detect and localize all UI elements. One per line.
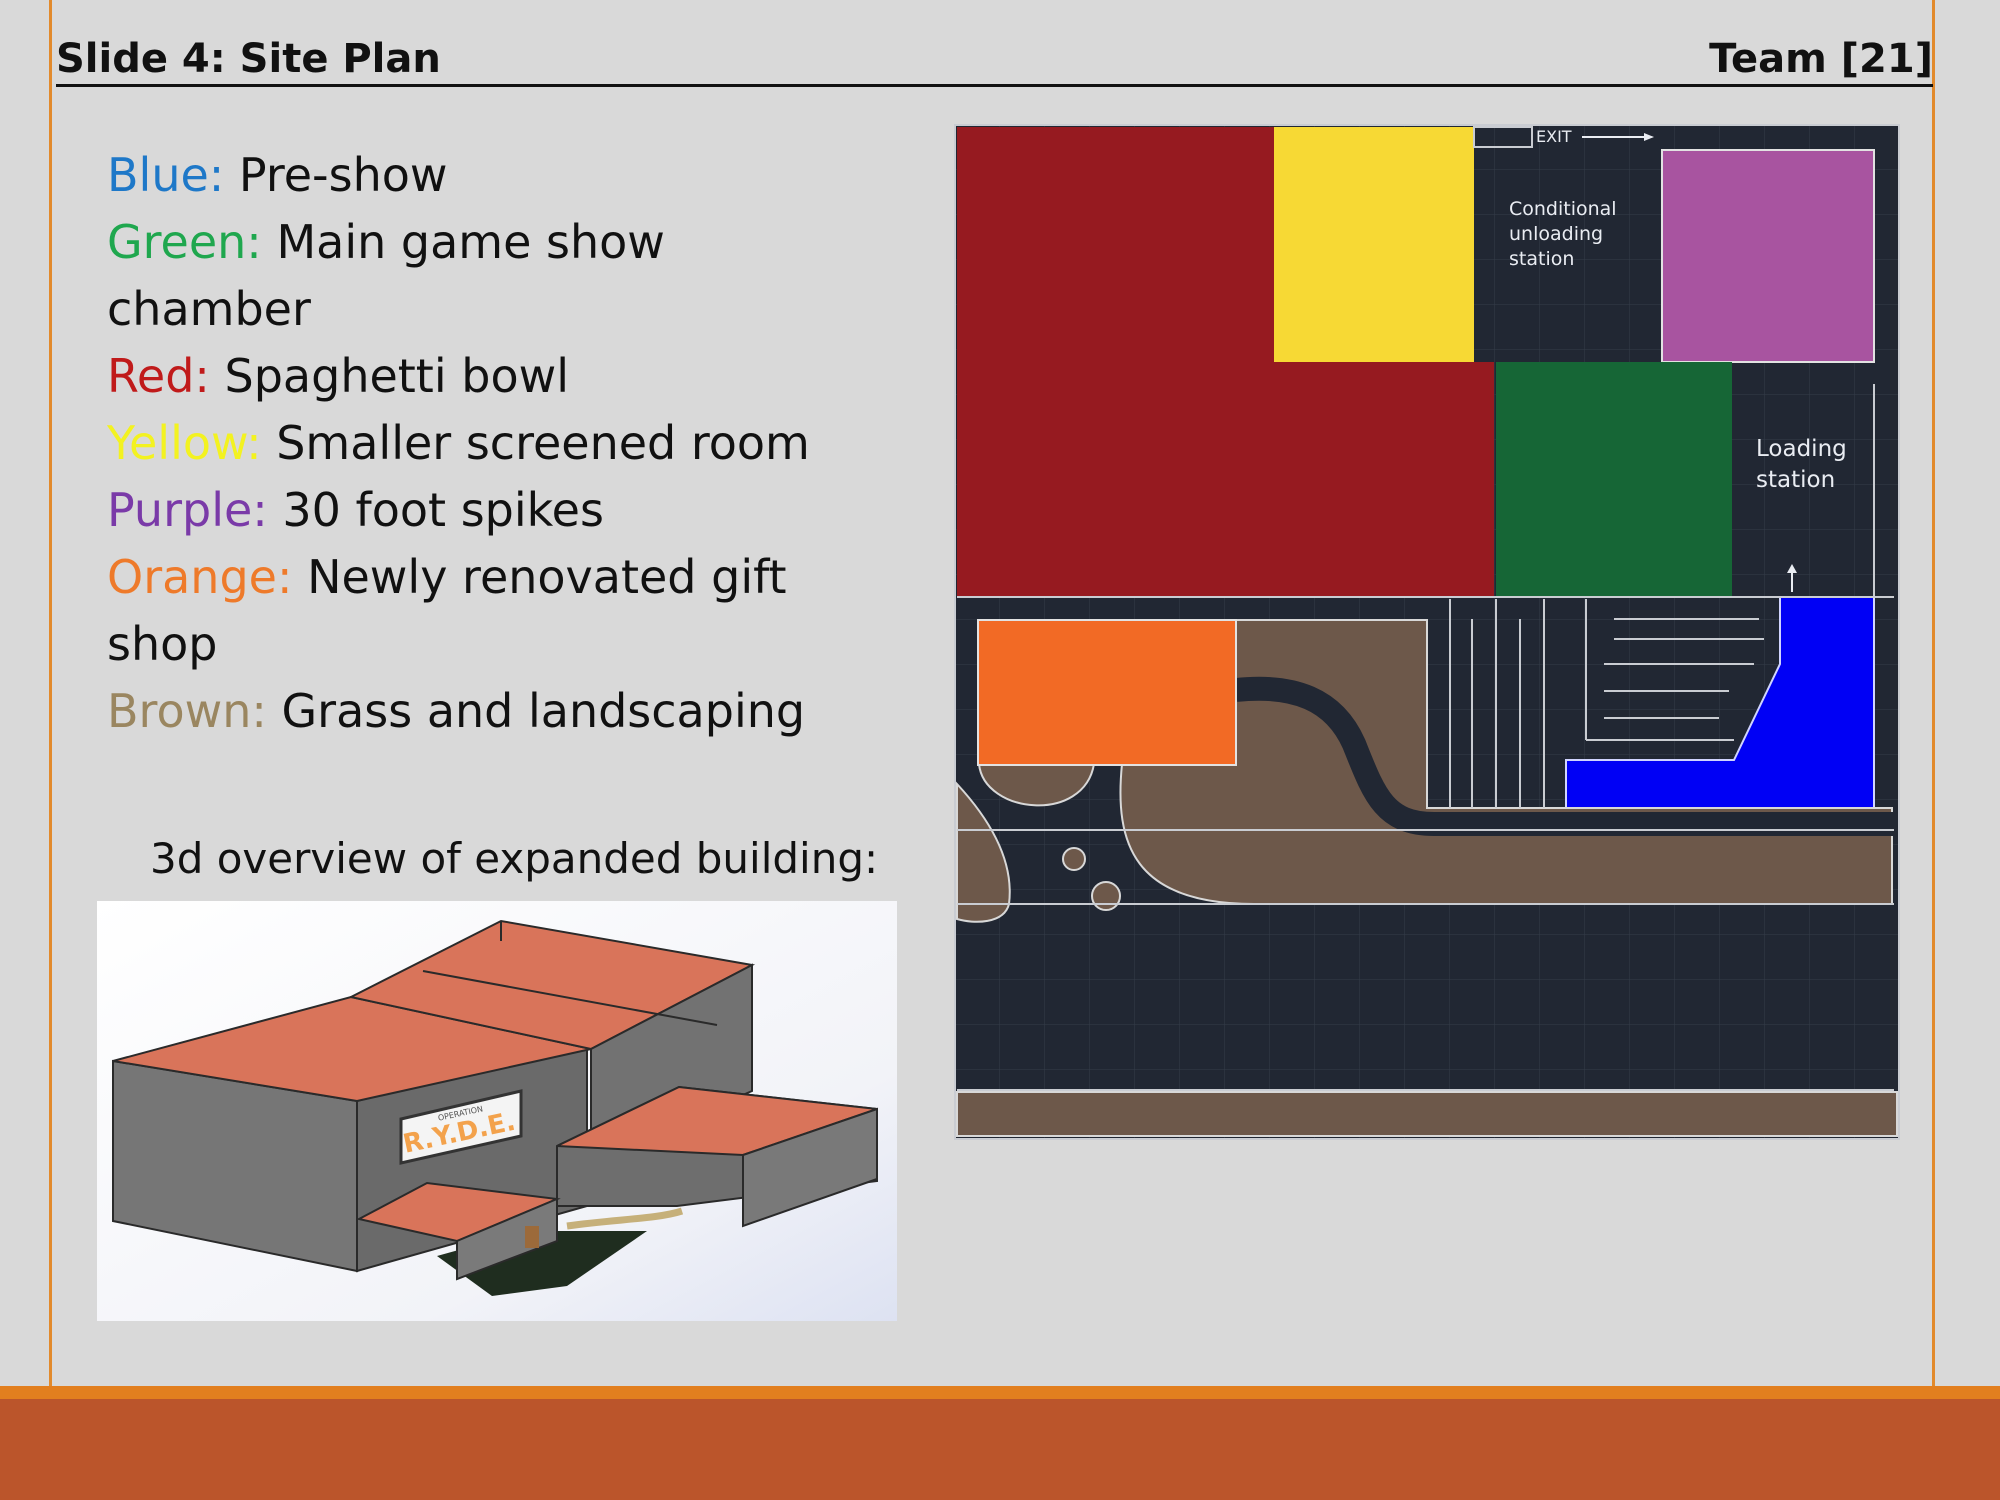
zone-red-spaghetti-bowl: [957, 127, 1494, 597]
entrance-wall: [456, 1197, 558, 1281]
loading-arrow-head: [1787, 564, 1797, 573]
building-3d-render: OPERATION R.Y.D.E.: [97, 901, 897, 1321]
right-accent-line: [1932, 0, 1935, 1386]
legend-description: Spaghetti bowl: [224, 349, 569, 403]
loading-label-line-1: Loading: [1756, 436, 1847, 462]
zone-brown-landscaping-strip: [956, 1091, 1898, 1137]
legend-item-orange: Orange: Newly renovated gift shop: [107, 544, 867, 678]
legend-key: Purple:: [107, 483, 268, 537]
legend-item-brown: Brown: Grass and landscaping: [107, 678, 867, 745]
title-underline: [56, 84, 1933, 87]
walkway: [566, 1207, 684, 1230]
legend-key: Brown:: [107, 684, 267, 738]
zone-brown-landscaping-arc: [977, 763, 1096, 807]
legend-key: Blue:: [107, 148, 225, 202]
legend-description: Pre-show: [238, 148, 448, 202]
plan-border: [954, 124, 1900, 1140]
team-label: Team [21]: [1709, 36, 1933, 82]
site-plan-map: EXIT Conditional unloading station Loadi…: [954, 124, 1900, 1140]
left-accent-line: [49, 0, 52, 1386]
legend-key: Green:: [107, 215, 262, 269]
exit-box: [1473, 126, 1533, 148]
exit-arrow-head: [1644, 133, 1654, 141]
legend-key: Yellow:: [107, 416, 262, 470]
color-legend: Blue: Pre-show Green: Main game show cha…: [107, 142, 867, 745]
legend-description: Grass and landscaping: [281, 684, 806, 738]
legend-description: Smaller screened room: [276, 416, 810, 470]
unloading-label-line-3: station: [1509, 248, 1574, 270]
footer-band: [0, 1386, 2000, 1500]
building-sign: [399, 1089, 523, 1165]
zone-blue-pre-show: [1565, 596, 1875, 809]
landscaping-circle-large: [1091, 881, 1121, 911]
unloading-label-line-1: Conditional: [1509, 198, 1617, 220]
footer-stripe: [0, 1386, 2000, 1399]
legend-key: Orange:: [107, 550, 293, 604]
zone-green-game-show: [1496, 362, 1732, 597]
legend-description: Main game show chamber: [107, 215, 665, 336]
zone-yellow-screened-room: [1274, 127, 1474, 362]
loading-label-line-2: station: [1756, 467, 1835, 493]
roof-seam: [422, 970, 718, 1026]
legend-item-yellow: Yellow: Smaller screened room: [107, 410, 867, 477]
legend-description: Newly renovated gift shop: [107, 550, 787, 671]
zone-purple-spikes: [1661, 149, 1875, 363]
overview-caption: 3d overview of expanded building:: [150, 834, 879, 883]
legend-item-green: Green: Main game show chamber: [107, 209, 867, 343]
legend-item-blue: Blue: Pre-show: [107, 142, 867, 209]
zone-orange-gift-shop: [977, 619, 1237, 766]
ride-track: [1234, 676, 1894, 836]
slide-title: Slide 4: Site Plan: [56, 36, 441, 82]
legend-key: Red:: [107, 349, 210, 403]
legend-item-red: Red: Spaghetti bowl: [107, 343, 867, 410]
legend-description: 30 foot spikes: [282, 483, 604, 537]
unloading-label-line-2: unloading: [1509, 223, 1603, 245]
exit-label: EXIT: [1536, 127, 1572, 146]
entrance-door: [525, 1226, 539, 1248]
right-wing-side: [742, 1107, 878, 1228]
landscaping-circle-small: [1062, 847, 1086, 871]
legend-item-purple: Purple: 30 foot spikes: [107, 477, 867, 544]
